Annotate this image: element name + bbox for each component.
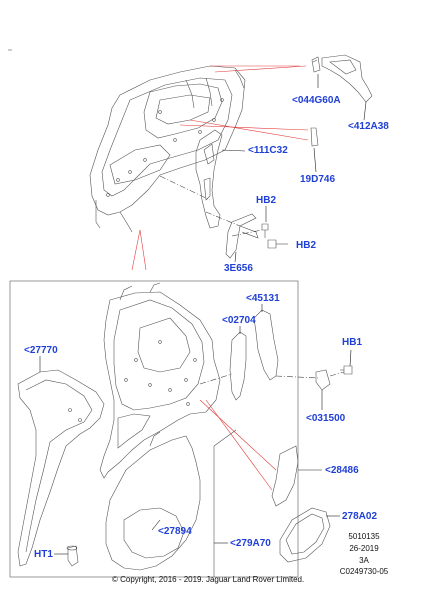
copyright-text: © Copyright, 2016 - 2019. Jaguar Land Ro…	[112, 575, 305, 584]
callout-031500[interactable]: <031500	[306, 413, 346, 424]
leader	[363, 101, 367, 121]
leader	[234, 251, 237, 263]
callout-28486[interactable]: <28486	[325, 465, 359, 476]
ref-line-3: 3A	[359, 556, 369, 565]
ref-line-2: 26-2019	[349, 544, 379, 553]
leader	[349, 349, 352, 367]
callout-HT1[interactable]: HT1	[34, 549, 53, 560]
callout-HB2-b[interactable]: HB2	[296, 240, 317, 251]
assembly-line	[199, 373, 233, 385]
part-044G60A	[311, 56, 321, 73]
lower-frame-top	[213, 429, 237, 447]
part-27770	[17, 369, 105, 567]
callout-412A38[interactable]: <412A38	[348, 121, 389, 132]
callout-HB2-a[interactable]: HB2	[256, 195, 277, 206]
red-leader	[189, 119, 309, 141]
callout-279A70[interactable]: <279A70	[230, 538, 271, 549]
bolt-HB1	[340, 365, 353, 375]
part-278A02	[279, 507, 331, 563]
callout-02704[interactable]: <02704	[222, 315, 256, 326]
callout-111C32[interactable]: <111C32	[248, 145, 288, 156]
assembly-line	[159, 175, 211, 201]
red-leader	[139, 229, 147, 271]
callout-3E656[interactable]: 3E656	[224, 263, 253, 274]
ref-line-4: C0249730-05	[339, 567, 389, 576]
part-3E656	[225, 213, 259, 259]
leader	[221, 149, 246, 152]
part-111C32	[195, 129, 223, 229]
assembly-line	[231, 229, 263, 237]
body-side-assembly-upper	[89, 65, 246, 233]
red-leader	[205, 399, 273, 491]
callout-27770[interactable]: <27770	[24, 345, 58, 356]
red-leader	[131, 229, 141, 271]
bolt-HB2-a	[261, 223, 269, 238]
callout-45131[interactable]: <45131	[246, 293, 280, 304]
bolt-HB2-b	[267, 239, 288, 249]
inset-frame	[9, 280, 299, 578]
leader	[151, 519, 161, 531]
red-leader	[199, 399, 277, 471]
assembly-line	[205, 211, 241, 227]
callout-044G60A[interactable]: <044G60A	[292, 95, 341, 106]
red-leader	[214, 65, 307, 73]
callout-19D746[interactable]: 19D746	[300, 174, 336, 185]
part-031500	[315, 369, 331, 391]
callout-278A02[interactable]: 278A02	[342, 511, 378, 522]
callout-27894[interactable]: <27894	[158, 526, 192, 537]
part-HT1	[66, 545, 79, 567]
part-02704	[229, 331, 247, 401]
part-27894	[105, 431, 201, 571]
leader	[313, 147, 317, 173]
part-28486	[271, 445, 299, 507]
part-19D746	[310, 127, 319, 147]
assembly-line	[329, 371, 345, 377]
assembly-line	[275, 375, 319, 379]
inner-panel-assembly	[99, 282, 221, 479]
red-leader	[179, 124, 309, 131]
ref-line-1: 5010135	[348, 532, 380, 541]
callout-HB1[interactable]: HB1	[342, 337, 363, 348]
part-45131	[253, 309, 279, 381]
